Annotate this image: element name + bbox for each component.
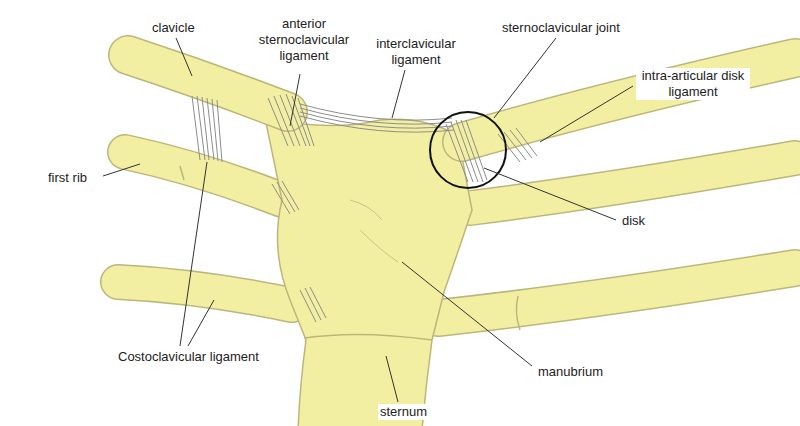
leader-line: [386, 356, 398, 402]
leader-line: [392, 70, 405, 118]
disk-ligament: [498, 128, 537, 162]
rib-mark: [180, 166, 184, 180]
part-label: manubrium: [536, 364, 605, 380]
right-second-rib: [438, 268, 795, 318]
part-label: anterior sternoclavicular ligament: [248, 16, 360, 64]
part-label: sternoclavicular joint: [500, 20, 622, 36]
leader-line: [103, 164, 140, 176]
right-first-rib: [470, 158, 795, 208]
part-label: sternum: [378, 404, 429, 420]
part-label: Costoclavicular ligament: [116, 349, 261, 365]
leader-line: [484, 168, 616, 220]
costoclavicular-ligament: [192, 96, 222, 162]
right-clavicle-outline: [462, 58, 795, 142]
rib-ligament: [300, 287, 326, 322]
leader-lines: [103, 38, 633, 402]
left-first-rib: [125, 152, 282, 200]
left-first-rib-outline: [125, 152, 282, 200]
leader-line: [402, 262, 532, 366]
sternal-angle: [304, 334, 432, 340]
right-first-rib-outline: [470, 158, 795, 208]
part-label: first rib: [46, 170, 89, 186]
interclavicular-ligament: [300, 104, 454, 132]
part-label: disk: [620, 213, 647, 229]
leader-line: [494, 38, 556, 118]
left-second-rib-outline: [118, 282, 292, 305]
leader-line: [180, 162, 214, 346]
left-second-rib: [118, 282, 292, 305]
right-clavicle: [462, 58, 795, 142]
leader-line: [176, 38, 192, 76]
part-label: interclavicular ligament: [362, 36, 470, 68]
part-label: clavicle: [150, 20, 197, 36]
manubrium-sternum-bone: [265, 118, 472, 426]
ligaments: [192, 94, 537, 322]
bone-texture: [350, 200, 398, 262]
leader-line: [290, 74, 300, 126]
costochondral-junction: [516, 296, 520, 330]
joint-circle: [430, 112, 506, 188]
right-second-rib-outline: [438, 268, 795, 318]
rib-ligament: [272, 181, 299, 214]
sc-joint-ligament: [446, 120, 487, 182]
clavicles: [128, 55, 795, 142]
part-label: intra-articular disk ligament: [636, 68, 750, 100]
leader-line: [540, 86, 633, 142]
